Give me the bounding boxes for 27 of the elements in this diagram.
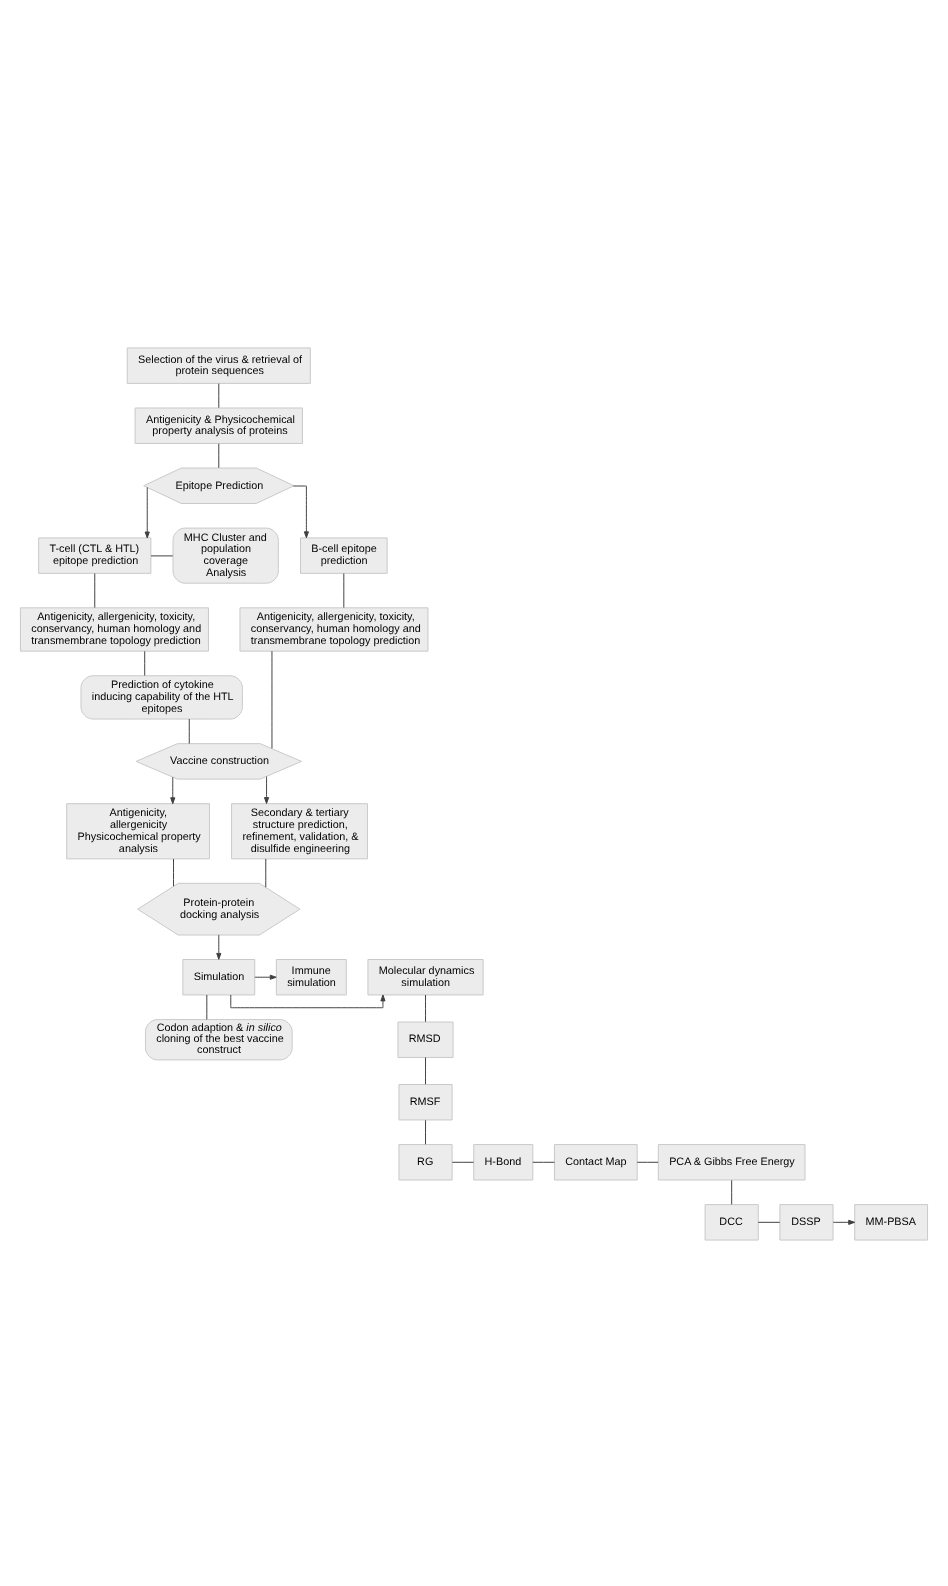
connector	[218, 442, 220, 468]
arrow	[170, 775, 176, 804]
connector	[188, 717, 190, 744]
connector	[757, 1220, 781, 1222]
arrow	[293, 484, 309, 538]
connector	[451, 1160, 475, 1162]
connector	[425, 1056, 426, 1084]
connector	[731, 1178, 733, 1204]
connector	[150, 554, 174, 556]
arrow	[230, 993, 386, 1008]
connector	[265, 857, 267, 887]
arrow	[216, 933, 222, 959]
connector	[425, 1118, 426, 1144]
connector	[532, 1160, 555, 1162]
arrow	[144, 486, 150, 538]
connector	[218, 382, 220, 408]
connector	[144, 649, 146, 676]
arrow	[832, 1218, 856, 1224]
connector	[636, 1160, 659, 1162]
connector	[173, 857, 174, 886]
connector	[343, 572, 345, 608]
connector	[271, 649, 273, 748]
arrow	[264, 775, 270, 803]
connector	[425, 993, 426, 1022]
connector	[206, 993, 208, 1019]
arrow	[254, 973, 277, 979]
connector	[94, 572, 96, 608]
